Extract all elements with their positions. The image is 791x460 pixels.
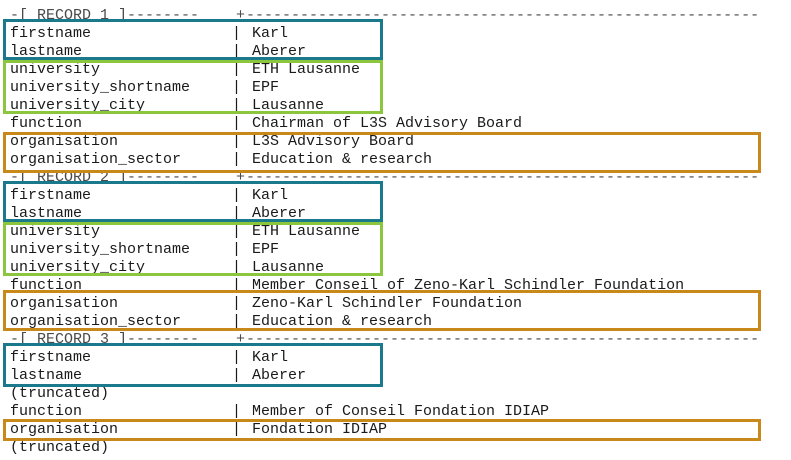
field-name: organisation: [10, 133, 119, 150]
field-value: Karl: [252, 349, 289, 366]
field-value: Member of Conseil Fondation IDIAP: [252, 403, 550, 420]
field-value: Aberer: [252, 367, 307, 384]
field-name: university_shortname: [10, 79, 191, 96]
column-separator: |: [232, 241, 242, 258]
column-separator: |: [232, 295, 242, 312]
column-separator: |: [232, 187, 242, 204]
field-value: Member Conseil of Zeno-Karl Schindler Fo…: [252, 277, 685, 294]
field-name: function: [10, 277, 83, 294]
truncated-note-text: (truncated): [10, 385, 110, 402]
field-name: firstname: [10, 187, 92, 204]
column-separator: |: [232, 97, 242, 114]
column-separator: |: [232, 259, 242, 276]
field-name: organisation: [10, 421, 119, 438]
field-value: Education & research: [252, 151, 433, 168]
record-header-label: -[ RECORD 1 ]--------: [10, 7, 200, 24]
column-separator: |: [232, 151, 242, 168]
column-separator: |: [232, 61, 242, 78]
field-name: university_shortname: [10, 241, 191, 258]
column-separator: |: [232, 367, 242, 384]
field-value: ETH Lausanne: [252, 61, 361, 78]
column-separator: |: [232, 79, 242, 96]
record-header-plus: +: [236, 7, 246, 24]
column-separator: |: [232, 313, 242, 330]
record-header-rule: ----------------------------------------…: [246, 7, 758, 24]
column-separator: |: [232, 223, 242, 240]
record-header-rule: ----------------------------------------…: [246, 331, 758, 348]
field-value: Karl: [252, 187, 289, 204]
field-name: function: [10, 115, 83, 132]
column-separator: |: [232, 115, 242, 132]
field-value: Lausanne: [252, 259, 325, 276]
field-name: lastname: [10, 43, 83, 60]
column-separator: |: [232, 421, 242, 438]
field-name: university_city: [10, 259, 146, 276]
field-value: EPF: [252, 241, 280, 258]
field-value: L3S Advisory Board: [252, 133, 415, 150]
truncated-note-text: (truncated): [10, 439, 110, 456]
field-name: lastname: [10, 367, 83, 384]
field-value: Aberer: [252, 205, 307, 222]
column-separator: |: [232, 349, 242, 366]
field-value: Chairman of L3S Advisory Board: [252, 115, 523, 132]
field-value: Aberer: [252, 43, 307, 60]
record-header-label: -[ RECORD 2 ]--------: [10, 169, 200, 186]
field-name: organisation_sector: [10, 151, 182, 168]
field-value: Fondation IDIAP: [252, 421, 388, 438]
field-value: Zeno-Karl Schindler Foundation: [252, 295, 523, 312]
column-separator: |: [232, 205, 242, 222]
record-header-plus: +: [236, 331, 246, 348]
column-separator: |: [232, 277, 242, 294]
field-name: organisation_sector: [10, 313, 182, 330]
field-name: firstname: [10, 349, 92, 366]
record-header-label: -[ RECORD 3 ]--------: [10, 331, 200, 348]
field-value: EPF: [252, 79, 280, 96]
field-name: university: [10, 223, 101, 240]
field-name: firstname: [10, 25, 92, 42]
column-separator: |: [232, 133, 242, 150]
column-separator: |: [232, 403, 242, 420]
field-name: organisation: [10, 295, 119, 312]
column-separator: |: [232, 43, 242, 60]
field-value: Lausanne: [252, 97, 325, 114]
field-value: ETH Lausanne: [252, 223, 361, 240]
field-name: university_city: [10, 97, 146, 114]
field-name: university: [10, 61, 101, 78]
field-value: Education & research: [252, 313, 433, 330]
field-name: lastname: [10, 205, 83, 222]
record-header-rule: ----------------------------------------…: [246, 169, 758, 186]
field-name: function: [10, 403, 83, 420]
field-value: Karl: [252, 25, 289, 42]
record-header-plus: +: [236, 169, 246, 186]
column-separator: |: [232, 25, 242, 42]
